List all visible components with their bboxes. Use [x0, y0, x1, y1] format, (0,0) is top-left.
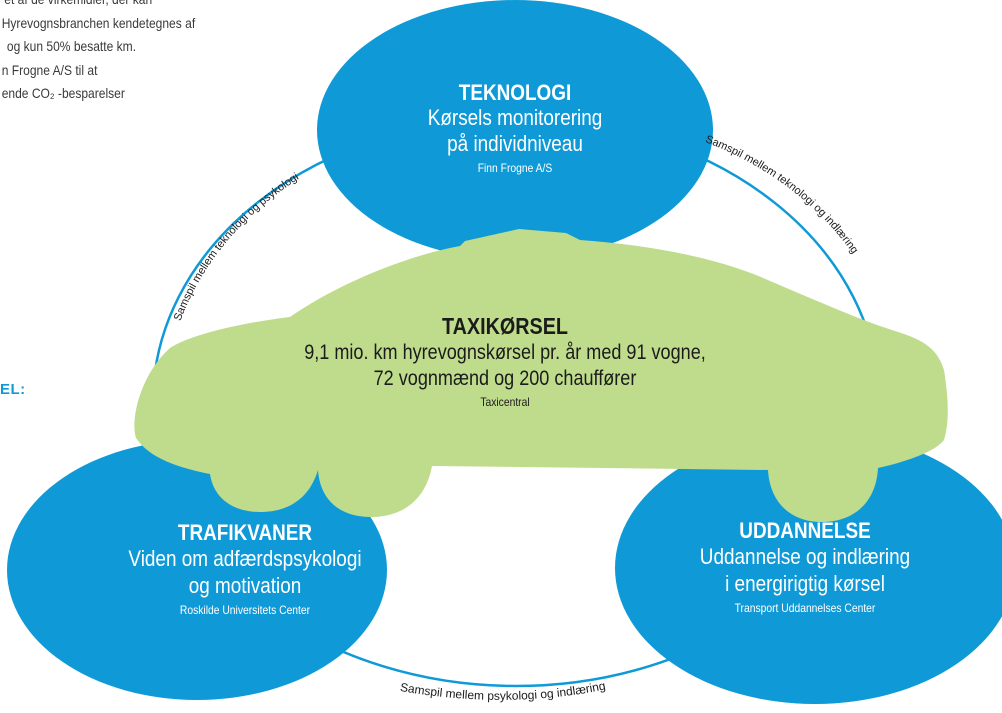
arc-label-tech-learn: Samspil mellem teknologi og indlæring: [704, 133, 861, 256]
trafikvaner-org: Roskilde Universitets Center: [179, 603, 311, 617]
trafikvaner-text: TRAFIKVANER Viden om adfærdspsykologi og…: [80, 520, 410, 621]
taxi-text: TAXIKØRSEL 9,1 mio. km hyrevognskørsel p…: [255, 313, 755, 412]
taxi-line-2: 72 vognmænd og 200 chauffører: [373, 367, 637, 390]
taxi-car-silhouette: [134, 229, 948, 522]
arc-label-tech-psych: Samspil mellem teknologi og psykologi: [172, 171, 301, 323]
uddannelse-title: UDDANNELSE: [739, 518, 871, 543]
teknologi-subtitle-2: på individniveau: [447, 131, 583, 156]
taxi-line-1: 9,1 mio. km hyrevognskørsel pr. år med 9…: [304, 341, 706, 364]
trafikvaner-title: TRAFIKVANER: [177, 520, 313, 545]
intro-line: n Frogne A/S til at: [1, 61, 98, 78]
teknologi-title: TEKNOLOGI: [458, 80, 572, 105]
trafikvaner-bubble: [7, 440, 387, 700]
teknologi-subtitle-1: Kørsels monitorering: [427, 105, 603, 130]
intro-line: et af de virkemidler, der kan: [4, 0, 258, 12]
intro-line: og kun 50% besatte km.: [6, 38, 137, 54]
intro-paragraph: et af de virkemidler, der kan Hyrevognsb…: [0, 0, 258, 106]
taxi-title: TAXIKØRSEL: [441, 313, 569, 339]
arc-label-tech-learn-path: Samspil mellem teknologi og indlæring: [704, 133, 861, 256]
trafikvaner-subtitle-2: og motivation: [188, 573, 302, 598]
uddannelse-text: UDDANNELSE Uddannelse og indlæring i ene…: [655, 518, 955, 619]
uddannelse-bubble: [615, 432, 1002, 704]
intro-line: ende CO₂ -besparelser: [1, 85, 125, 101]
uddannelse-subtitle-1: Uddannelse og indlæring: [699, 544, 911, 569]
teknologi-text: TEKNOLOGI Kørsels monitorering på indivi…: [365, 80, 665, 179]
uddannelse-subtitle-2: i energirigtig kørsel: [725, 571, 885, 596]
uddannelse-org: Transport Uddannelses Center: [734, 601, 876, 615]
arc-label-tech-psych-path: Samspil mellem teknologi og psykologi: [172, 171, 301, 323]
trafikvaner-subtitle-1: Viden om adfærdspsykologi: [128, 546, 362, 571]
side-heading-fragment: EL:: [0, 381, 26, 398]
taxi-org: Taxicentral: [480, 395, 530, 409]
teknologi-bubble: [317, 0, 713, 260]
teknologi-org: Finn Frogne A/S: [477, 161, 553, 175]
intro-line: Hyrevognsbranchen kendetegnes af: [1, 14, 196, 31]
